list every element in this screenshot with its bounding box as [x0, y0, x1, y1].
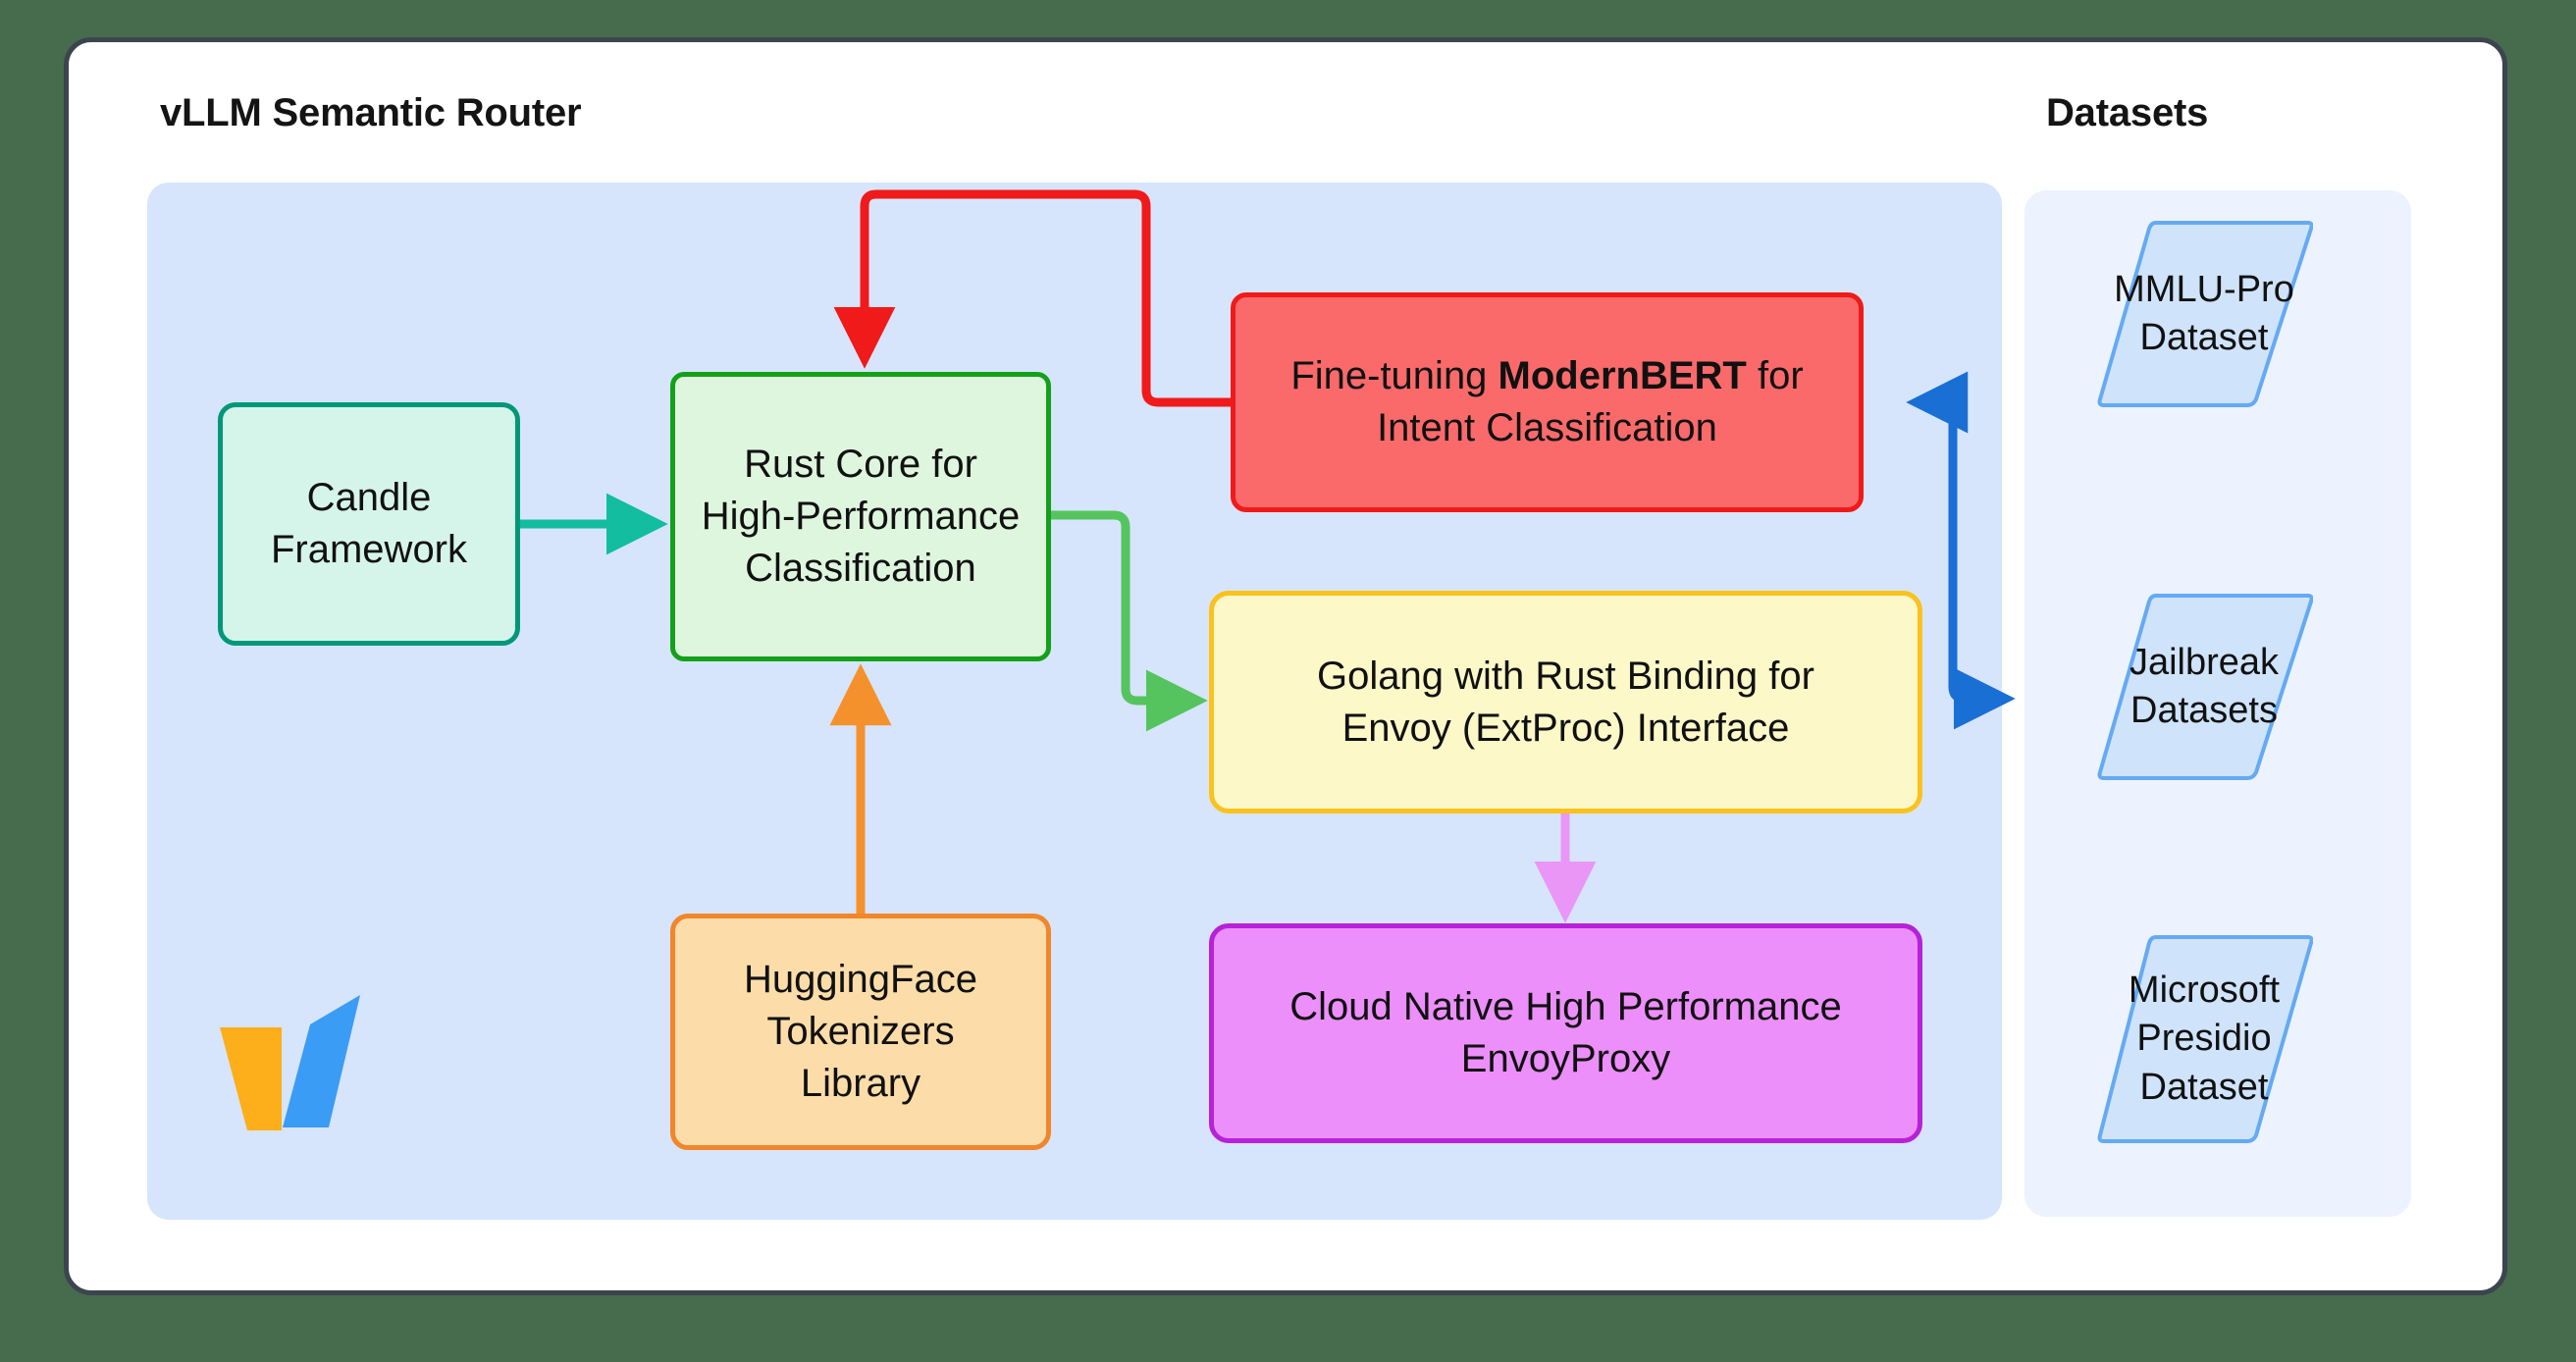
dataset-node-jailbreak[interactable]: Jailbreak Datasets — [2095, 591, 2313, 783]
node-rust-core[interactable]: Rust Core for High-Performance Classific… — [670, 372, 1051, 661]
parallelogram-shape — [2097, 221, 2313, 407]
vllm-logo-orange-wedge — [220, 1027, 282, 1130]
node-golang-rust-binding[interactable]: Golang with Rust Binding for Envoy (ExtP… — [1209, 591, 1922, 813]
node-modernbert-line-1: Fine-tuning ModernBERT for — [1290, 350, 1803, 402]
node-modernbert-suffix: for — [1746, 354, 1804, 398]
vllm-logo-icon — [220, 995, 360, 1130]
dataset-label-mmlu-pro: MMLU-Pro Dataset — [2095, 218, 2313, 410]
dataset-jailbreak-line-1: Jailbreak — [2129, 641, 2280, 683]
node-envoyproxy-line-1: Cloud Native High Performance — [1289, 985, 1842, 1029]
dataset-label-jailbreak: Jailbreak Datasets — [2095, 591, 2313, 783]
node-huggingface-line-3: Library — [800, 1061, 921, 1105]
dataset-presidio-line-3: Dataset — [2139, 1066, 2269, 1108]
dataset-presidio-line-2: Presidio — [2136, 1018, 2272, 1060]
node-huggingface-line-2: Tokenizers — [766, 1010, 955, 1054]
node-envoyproxy[interactable]: Cloud Native High Performance EnvoyProxy — [1209, 923, 1922, 1143]
node-golang-line-2: Envoy (ExtProc) Interface — [1341, 706, 1790, 750]
dataset-presidio-line-1: Microsoft — [2128, 969, 2281, 1011]
node-rust-core-line-3: Classification — [745, 546, 976, 590]
node-huggingface-line-1: HuggingFace — [744, 958, 977, 1002]
vllm-logo-blue-wedge — [283, 995, 360, 1127]
dataset-label-microsoft-presidio: Microsoft Presidio Dataset — [2095, 932, 2313, 1146]
dataset-jailbreak-line-2: Datasets — [2130, 690, 2278, 731]
node-candle-framework[interactable]: Candle Framework — [218, 402, 520, 646]
node-candle-line-2: Framework — [270, 528, 468, 571]
node-golang-line-1: Golang with Rust Binding for — [1317, 654, 1814, 698]
dataset-node-microsoft-presidio[interactable]: Microsoft Presidio Dataset — [2095, 932, 2313, 1146]
parallelogram-shape — [2097, 594, 2313, 780]
dataset-mmlu-pro-line-2: Dataset — [2139, 317, 2269, 358]
dataset-node-mmlu-pro[interactable]: MMLU-Pro Dataset — [2095, 218, 2313, 410]
node-modernbert-finetuning[interactable]: Fine-tuning ModernBERT for Intent Classi… — [1231, 292, 1864, 512]
node-rust-core-line-1: Rust Core for — [744, 443, 977, 487]
node-modernbert-line-2: Intent Classification — [1377, 406, 1717, 449]
node-modernbert-prefix: Fine-tuning — [1290, 354, 1498, 398]
node-huggingface-tokenizers[interactable]: HuggingFace Tokenizers Library — [670, 914, 1051, 1150]
parallelogram-shape — [2097, 935, 2313, 1143]
node-candle-line-1: Candle — [306, 476, 432, 520]
group-title-vllm-semantic-router: vLLM Semantic Router — [160, 91, 582, 134]
node-rust-core-line-2: High-Performance — [701, 495, 1021, 539]
node-modernbert-emphasis: ModernBERT — [1498, 354, 1747, 398]
group-title-datasets: Datasets — [2046, 91, 2209, 134]
node-envoyproxy-line-2: EnvoyProxy — [1460, 1037, 1671, 1080]
dataset-mmlu-pro-line-1: MMLU-Pro — [2114, 268, 2294, 310]
